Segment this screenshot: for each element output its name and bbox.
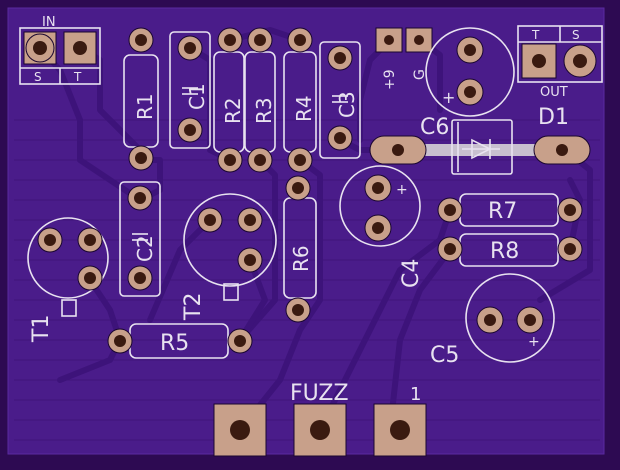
trace — [237, 157, 323, 433]
d1-label: D1 — [538, 105, 569, 130]
fuzz-pot-footprint: FUZZ 1 — [213, 381, 427, 457]
capacitor-c2: C2 — [119, 181, 161, 297]
trace — [317, 207, 453, 433]
c6-label: C6 — [420, 115, 449, 140]
c4-plus: + — [396, 182, 408, 198]
pin1-label: 1 — [410, 384, 421, 405]
ground-label: G — [412, 69, 428, 80]
r7-label: R7 — [488, 199, 517, 224]
output-label: OUT — [540, 85, 568, 100]
output-s-label: S — [572, 28, 580, 42]
c5-plus: + — [528, 334, 540, 350]
c4-label: C4 — [399, 259, 424, 288]
capacitor-c4: + C4 — [339, 165, 424, 288]
diode-d1: D1 C6 — [369, 105, 591, 175]
resistor-r3: R3 — [244, 27, 276, 173]
c3-label: C3 — [335, 91, 359, 118]
trace — [387, 247, 453, 433]
resistor-r2: R2 — [213, 27, 245, 173]
t2-label: T2 — [181, 293, 206, 321]
r3-label: R3 — [252, 97, 276, 124]
trace — [147, 217, 213, 323]
capacitor-c1: C1 — [169, 31, 211, 149]
output-t-label: T — [531, 28, 540, 42]
trace — [567, 177, 583, 253]
input-label: IN — [42, 15, 56, 30]
fuzz-label: FUZZ — [290, 381, 349, 406]
c2-label: C2 — [133, 235, 157, 262]
r8-label: R8 — [490, 239, 519, 264]
input-jack-footprint: IN S T — [19, 15, 101, 85]
resistor-r5: R5 — [107, 323, 253, 359]
power-plus9-pad — [375, 27, 403, 53]
r5-label: R5 — [160, 331, 189, 356]
resistor-r4: R4 — [283, 27, 317, 173]
output-jack-footprint: T S OUT — [517, 25, 603, 100]
resistor-r1: R1 — [123, 27, 159, 171]
r4-label: R4 — [292, 95, 316, 122]
plus9-label: +9 — [382, 69, 398, 90]
t1-label: T1 — [29, 315, 54, 343]
transistor-t2: T2 — [181, 193, 277, 321]
r1-label: R1 — [133, 93, 157, 120]
capacitor-supply: + — [425, 27, 515, 117]
trace — [237, 257, 268, 343]
r2-label: R2 — [221, 97, 245, 124]
resistor-r6: R6 — [283, 175, 317, 323]
input-s-label: S — [34, 70, 42, 84]
resistor-r8: R8 — [437, 233, 583, 267]
supply-cap-plus: + — [442, 88, 455, 107]
transistor-t1: T1 — [27, 217, 109, 343]
fuzz-pad-3 — [373, 403, 427, 457]
c5-label: C5 — [430, 343, 459, 368]
capacitor-c3: C3 — [319, 41, 361, 159]
power-pads: +9 G — [375, 27, 433, 90]
c1-label: C1 — [185, 83, 209, 110]
resistor-r7: R7 — [437, 193, 583, 227]
r6-label: R6 — [289, 245, 313, 272]
capacitor-c5: + C5 — [430, 273, 555, 368]
input-t-label: T — [73, 70, 82, 84]
